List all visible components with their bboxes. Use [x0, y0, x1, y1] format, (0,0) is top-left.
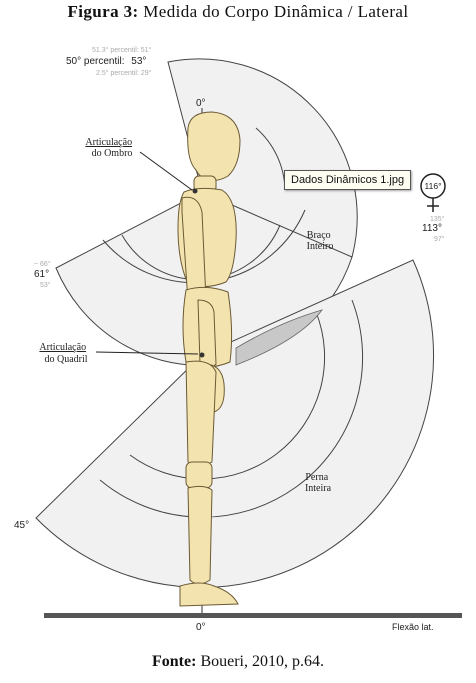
foot: [179, 582, 239, 607]
leg-middle-arc: [99, 299, 364, 518]
image-tooltip: Dados Dinâmicos 1.jpg: [284, 170, 412, 190]
arm-label-line1: Braço: [307, 230, 331, 241]
top-angle-label: 0°: [196, 98, 206, 109]
source-caption: Fonte: Boueri, 2010, p.64.: [0, 653, 476, 671]
percentile-lower-faint: 2.5° percentil: 29°: [96, 69, 152, 77]
percentile-text: 50° percentil:: [66, 56, 124, 67]
leg-label-line2: Inteira: [305, 483, 332, 494]
forearm: [197, 299, 217, 369]
bottom-right-note: Flexão lat.: [392, 622, 434, 632]
angle-113-label: 113°: [422, 223, 442, 234]
hip-joint-line1: Articulação: [39, 342, 86, 353]
leg-label: Perna Inteira: [305, 472, 332, 494]
hip-joint-line2: do Quadril: [44, 354, 87, 365]
female-symbol-icon: [420, 173, 446, 212]
figure-number: Figura 3:: [67, 2, 139, 21]
percentile-label: 50° percentil: 53°: [66, 56, 146, 67]
shoulder-joint-line1: Articulação: [85, 137, 132, 148]
leg-inner-arc: [129, 311, 326, 480]
hip-joint-label: Articulação do Quadril: [39, 342, 88, 365]
source-text: Boueri, 2010, p.64.: [200, 653, 324, 670]
shin: [187, 485, 213, 585]
shoulder-joint-line2: do Ombro: [92, 148, 133, 159]
angle-61-label: 61°: [34, 269, 49, 280]
arm-label: Braço Inteiro: [307, 230, 334, 252]
figure-title: Medida do Corpo Dinâmica / Lateral: [143, 2, 409, 21]
overlap-region: [235, 309, 324, 366]
mannequin-figure: [177, 111, 241, 607]
arm-label-line2: Inteiro: [307, 241, 334, 252]
source-prefix: Fonte:: [152, 653, 197, 670]
leg-reach-sector: [35, 259, 435, 588]
bottom-angle-label: 0°: [196, 622, 206, 633]
shoulder-joint-label: Articulação do Ombro: [85, 137, 134, 159]
angle-113-faint-bottom: 97°: [434, 235, 445, 243]
angle-45-label: 45°: [14, 520, 29, 531]
angle-61-faint-bottom: 53°: [40, 281, 51, 289]
dynamic-body-measurement-diagram: 51.3° percentil: 51° 50° percentil: 53° …: [14, 46, 462, 633]
angle-61-faint-top: ~ 66°: [34, 260, 51, 268]
angle-116-label: 116°: [425, 181, 442, 191]
shoulder-pivot: [192, 188, 198, 194]
knee: [185, 461, 213, 489]
hip-leader-line: [95, 351, 199, 355]
head: [187, 111, 241, 181]
figure-caption: Figura 3: Medida do Corpo Dinâmica / Lat…: [0, 2, 476, 22]
floor: [44, 613, 462, 618]
leg-label-line1: Perna: [305, 472, 328, 483]
hip-pivot: [199, 352, 205, 358]
angle-113-faint-top: 135°: [430, 215, 445, 223]
percentile-value: 53°: [131, 56, 146, 67]
percentile-upper-faint: 51.3° percentil: 51°: [92, 46, 152, 54]
thigh: [185, 360, 217, 467]
shoulder-leader-line: [139, 151, 193, 191]
